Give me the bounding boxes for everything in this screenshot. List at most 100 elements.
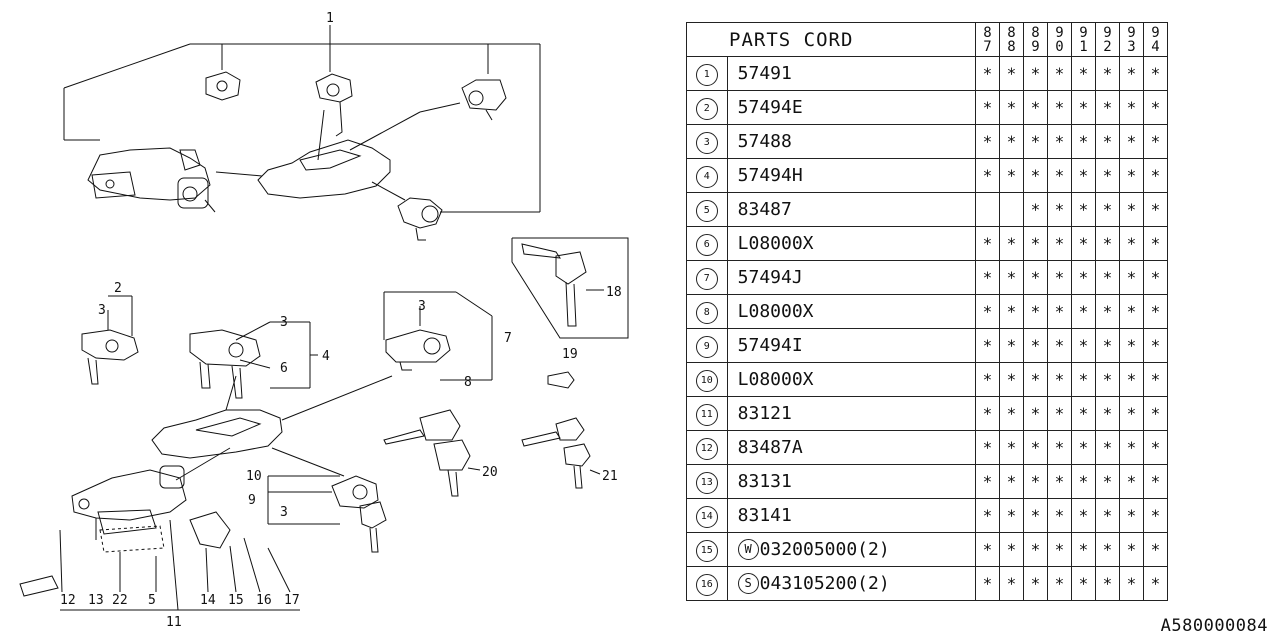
year-applicability-mark: * (1071, 396, 1096, 431)
part-code-cell: L08000X (726, 294, 977, 329)
ref-number-cell: 9 (686, 328, 728, 363)
year-applicability-mark: * (1071, 226, 1096, 261)
ref-number-cell: 4 (686, 158, 728, 193)
callout-6: 6 (280, 361, 288, 376)
year-applicability-mark: * (1023, 158, 1048, 193)
year-applicability-mark: * (1023, 328, 1048, 363)
year-applicability-mark: * (1119, 90, 1144, 125)
ref-number-circle: 5 (695, 199, 718, 222)
ref-number-circle: 15 (695, 539, 718, 562)
ref-number-cell: 6 (686, 226, 728, 261)
year-applicability-mark: * (1143, 56, 1168, 91)
part-code: 83487A (737, 437, 803, 458)
year-applicability-mark: * (1095, 90, 1120, 125)
ref-number-circle: 16 (695, 573, 718, 596)
lower-steering-lock-assembly (19, 465, 300, 611)
callout-22: 22 (112, 593, 128, 608)
callout-16: 16 (256, 593, 272, 608)
year-applicability-mark: * (1047, 328, 1072, 363)
part-code-cell: 57494I (726, 328, 977, 363)
ref-number-cell: 15 (686, 532, 728, 567)
year-applicability-mark: * (1047, 56, 1072, 91)
year-applicability-mark: * (975, 158, 1000, 193)
year-applicability-mark: * (1095, 532, 1120, 567)
year-applicability-mark: * (975, 396, 1000, 431)
year-applicability-mark: * (999, 90, 1024, 125)
callout-20: 20 (482, 465, 498, 480)
table-title: PARTS CORD (686, 22, 976, 57)
top-lock-cylinder-a (205, 71, 241, 101)
year-applicability-mark: * (1071, 362, 1096, 397)
year-applicability-mark: * (975, 328, 1000, 363)
ref-number-circle: 4 (695, 165, 718, 188)
ref-number-circle: 10 (695, 369, 718, 392)
lower-car-outline (151, 375, 393, 481)
year-applicability-mark: * (1095, 56, 1120, 91)
lock-cylinder-3-4-6 (189, 321, 318, 399)
ref-number-circle: 13 (695, 471, 718, 494)
year-applicability-mark: * (1095, 192, 1120, 227)
year-applicability-mark: * (1071, 260, 1096, 295)
ref-number-circle: 6 (695, 233, 718, 256)
year-applicability-mark: * (1071, 430, 1096, 465)
part-code: 57494H (737, 165, 803, 186)
year-applicability-mark: * (999, 396, 1024, 431)
year-applicability-mark: * (1119, 56, 1144, 91)
year-applicability-mark: * (975, 362, 1000, 397)
ref-number-circle: 9 (695, 335, 718, 358)
lock-cylinder-3-7-8 (383, 291, 493, 381)
year-applicability-mark: * (1143, 124, 1168, 159)
lock-cylinder-9-10-3 (267, 475, 387, 553)
part-code-cell: 57494J (726, 260, 977, 295)
callout-7: 7 (504, 331, 512, 346)
part-code-cell: 57494E (726, 90, 977, 125)
year-applicability-mark: * (1023, 226, 1048, 261)
part-code-cell: 83141 (726, 498, 977, 533)
year-applicability-mark: * (975, 430, 1000, 465)
callout-17: 17 (284, 593, 300, 608)
document-code: A580000084 (1160, 616, 1268, 636)
year-applicability-mark: * (1047, 90, 1072, 125)
part-code: 83487 (737, 199, 792, 220)
year-applicability-mark: * (1119, 328, 1144, 363)
year-applicability-mark: * (1119, 430, 1144, 465)
year-applicability-mark: * (1023, 124, 1048, 159)
year-applicability-mark: * (1071, 328, 1096, 363)
year-applicability-mark: * (1023, 90, 1048, 125)
callout-3a: 3 (98, 303, 106, 318)
year-applicability-mark: * (1119, 464, 1144, 499)
year-applicability-mark: * (1095, 294, 1120, 329)
callout-19: 19 (562, 347, 578, 362)
part-code: 57491 (737, 63, 792, 84)
year-applicability-mark: * (999, 498, 1024, 533)
year-applicability-mark: * (999, 56, 1024, 91)
ref-number-circle: 2 (695, 97, 718, 120)
ref-number-circle: 12 (695, 437, 718, 460)
year-applicability-mark: * (1143, 532, 1168, 567)
year-applicability-mark: * (1095, 396, 1120, 431)
callout-8: 8 (464, 375, 472, 390)
year-applicability-mark: * (1071, 192, 1096, 227)
year-applicability-mark (975, 192, 1000, 227)
parts-diagram: 1 2 3 3 3 3 4 5 6 7 8 9 10 11 12 13 14 1… (19, 11, 629, 630)
year-applicability-mark: * (1071, 294, 1096, 329)
year-applicability-mark: * (999, 260, 1024, 295)
callout-5: 5 (148, 593, 156, 608)
ref-number-cell: 2 (686, 90, 728, 125)
year-applicability-mark: * (1143, 464, 1168, 499)
callout-12: 12 (60, 593, 76, 608)
part-code-cell: 83131 (726, 464, 977, 499)
callout-15: 15 (228, 593, 244, 608)
